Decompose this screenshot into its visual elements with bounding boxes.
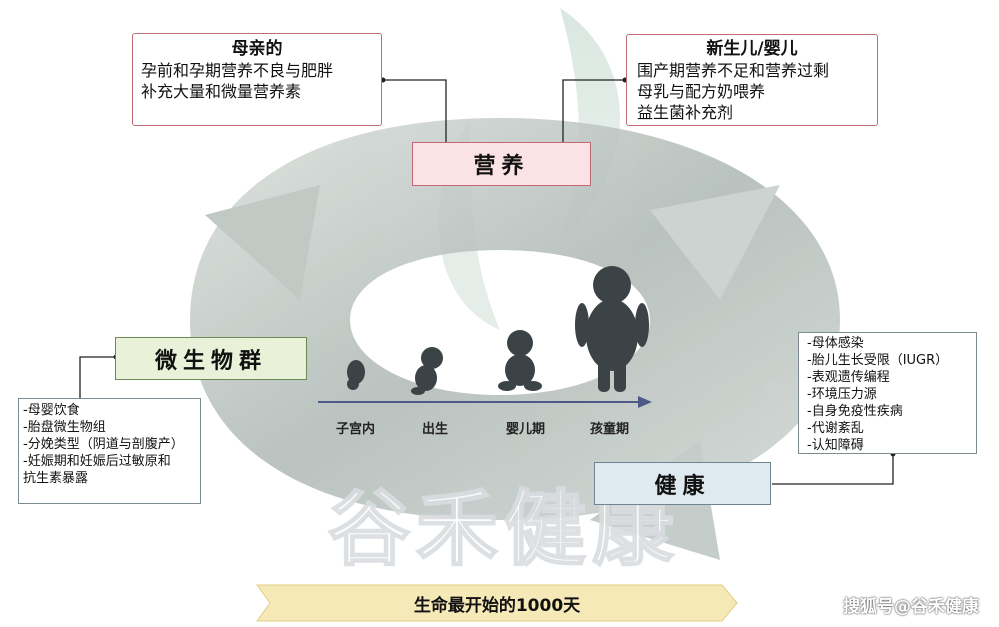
banner-ribbon [256,584,738,622]
microbiota-label: 微生物群 [115,337,307,380]
banner-text: 生命最开始的1000天 [413,595,581,616]
stage-label-childhood: 孩童期 [590,422,630,437]
list-item: -代谢紊乱 [807,421,864,436]
list-item: 抗生素暴露 [23,471,89,486]
cycle-arrowhead [205,185,320,300]
connectors [79,79,894,485]
list-item: -妊娠期和妊娠后过敏原和 [23,454,171,469]
maternal-title: 母亲的 [231,39,283,59]
infant-silhouette [498,330,542,391]
list-item: -自身免疫性疾病 [807,404,903,419]
list-item: -认知障碍 [807,438,864,453]
stage-label-in-utero: 子宫内 [336,422,376,437]
microbiota-factors-list: -母婴饮食 -胎盘微生物组 -分娩类型（阴道与剖腹产） -妊娠期和妊娠后过敏原和… [18,398,201,504]
stage-label-infancy: 婴儿期 [506,422,546,437]
infant-line: 母乳与配方奶喂养 [637,82,766,101]
list-item: -母婴饮食 [23,403,80,418]
credit-text: 搜狐号@谷禾健康 [843,597,979,617]
list-item: -分娩类型（阴道与剖腹产） [23,437,184,452]
stage-label-birth: 出生 [422,422,449,437]
maternal-nutrition-box: 母亲的 孕前和孕期营养不良与肥胖 补充大量和微量营养素 [132,33,382,126]
infant-line: 围产期营养不足和营养过剩 [637,61,830,80]
infant-nutrition-box: 新生儿/婴儿 围产期营养不足和营养过剩 母乳与配方奶喂养 益生菌补充剂 [626,34,878,126]
list-item: -环境压力源 [807,387,877,402]
nutrition-label: 营养 [412,142,591,186]
maternal-line: 补充大量和微量营养素 [141,82,302,101]
health-label: 健康 [594,462,771,505]
maternal-line: 孕前和孕期营养不良与肥胖 [141,61,334,80]
list-item: -母体感染 [807,336,864,351]
list-item: -胎盘微生物组 [23,420,106,435]
child-silhouette [575,266,649,392]
cycle-arrowhead [650,185,780,300]
infant-title: 新生儿/婴儿 [706,39,798,59]
infant-line: 益生菌补充剂 [637,103,734,122]
fetus-silhouette [347,360,365,390]
list-item: -表观遗传编程 [807,370,890,385]
timeline-arrowhead [638,396,652,408]
list-item: -胎儿生长受限（IUGR） [807,353,949,368]
health-outcomes-list: -母体感染 -胎儿生长受限（IUGR） -表观遗传编程 -环境压力源 -自身免疫… [798,332,977,454]
newborn-silhouette [411,347,443,395]
